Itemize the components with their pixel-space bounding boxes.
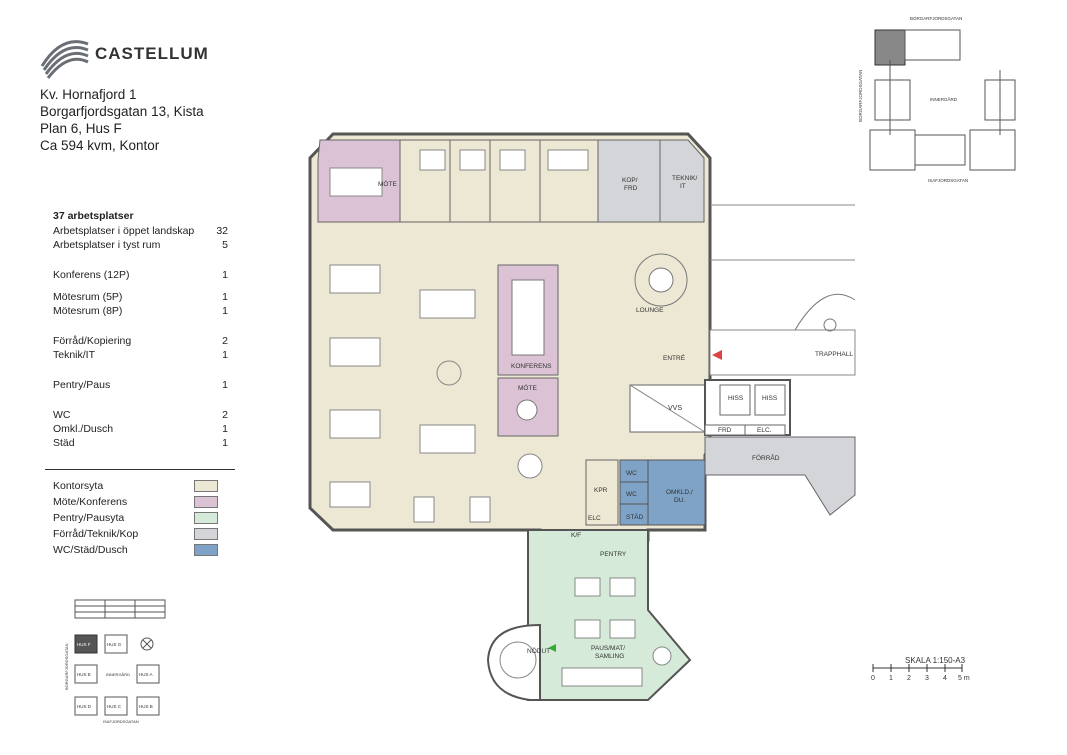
legend-swatch: [194, 528, 218, 540]
street-label: BORGARFJORDSGATAN: [64, 643, 69, 690]
street-label: BORGARFJORDSGATAN: [858, 70, 863, 122]
house-label: HUS G: [107, 642, 122, 647]
brand-name: CASTELLUM: [95, 44, 209, 63]
emergency-exit-stair: [486, 623, 541, 701]
scale-tick: 0: [871, 675, 875, 682]
room-label: OMKLD./DU.: [666, 489, 693, 504]
lounge-table: [634, 253, 688, 307]
legend-item: WC/Städ/Dusch: [53, 542, 218, 558]
room-label: NÖDUT: [527, 647, 550, 655]
emergency-exit-icon: [548, 644, 556, 652]
room-label: KONFERENS: [511, 363, 552, 370]
scale-tick: 2: [907, 675, 911, 682]
room-label: KOP/FRD: [622, 177, 638, 192]
scale-tick: 4: [943, 675, 947, 682]
address-block: Kv. Hornafjord 1 Borgarfjordsgatan 13, K…: [40, 86, 204, 154]
room-label: KPR: [594, 487, 608, 494]
legend-divider: [45, 469, 235, 470]
summary-title: 37 arbetsplatser: [53, 210, 134, 222]
house-label: HUS B: [139, 704, 153, 709]
summary-row: Mötesrum (5P)1: [53, 291, 228, 303]
house-label: HUS A: [139, 672, 153, 677]
address-line: Plan 6, Hus F: [40, 121, 122, 136]
stairwell: [709, 329, 856, 376]
legend-item: Möte/Konferens: [53, 494, 218, 510]
courtyard-label: INNERGÅRD: [106, 672, 130, 677]
workspace-summary: 37 arbetsplatser Arbetsplatser i öppet l…: [53, 210, 228, 450]
room-label: ELC.: [757, 427, 772, 434]
tech-it-room: [659, 139, 705, 223]
entrance-arrow-icon: [712, 350, 722, 360]
key-map-top: BORGARFJORDSGATAN INNERGÅRD ISAFJORDSGAT…: [858, 16, 1016, 183]
storage-room: [704, 436, 856, 516]
room-label: MÖTE: [378, 180, 397, 188]
legend-item: Förråd/Teknik/Kop: [53, 526, 218, 542]
scale-tick: 3: [925, 675, 929, 682]
scale-label: SKALA 1:150-A3: [905, 656, 966, 665]
legend-swatch: [194, 544, 218, 556]
room-label: WC: [626, 470, 637, 477]
room-label: PAUS/MAT/SAMLING: [591, 645, 625, 660]
room-label: VVS: [668, 405, 682, 412]
kpr-room: [585, 459, 619, 526]
room-label: FRD: [718, 427, 732, 434]
room-label: WC: [626, 491, 637, 498]
street-label: BORGARFJORDSGATAN: [910, 16, 962, 21]
legend-swatch: [194, 496, 218, 508]
summary-row: Mötesrum (8P)1: [53, 305, 228, 317]
room-label: FÖRRÅD: [752, 453, 780, 462]
address-line: Kv. Hornafjord 1: [40, 87, 137, 102]
address-line: Borgarfjordsgatan 13, Kista: [40, 104, 204, 119]
house-label: HUS E: [77, 672, 91, 677]
address-line: Ca 594 kvm, Kontor: [40, 138, 160, 153]
scale-tick: 5 m: [958, 675, 970, 682]
legend-item: Pentry/Pausyta: [53, 510, 218, 526]
scale-bar: 0 1 2 3 4 5 m: [871, 664, 970, 682]
conference-table: [511, 279, 545, 356]
room-label: ELC: [588, 515, 601, 522]
castellum-logo-icon: [40, 40, 89, 79]
house-label: HUS F: [77, 642, 91, 647]
room-label: HISS: [762, 395, 778, 402]
color-legend: Kontorsyta Möte/Konferens Pentry/Pausyta…: [53, 478, 218, 558]
legend-swatch: [194, 512, 218, 524]
room-label: PENTRY: [600, 551, 627, 558]
room-label: LOUNGE: [636, 307, 664, 314]
house-label: HUS D: [77, 704, 92, 709]
room-label: TEKNIK/IT: [672, 175, 697, 190]
street-label: ISAFJORDSGATAN: [103, 719, 139, 724]
house-label: HUS C: [107, 704, 122, 709]
scale-tick: 1: [889, 675, 893, 682]
room-label: MÖTE: [518, 384, 537, 392]
summary-row: Konferens (12P)1: [53, 269, 228, 281]
room-label: ENTRÉ: [663, 353, 686, 362]
key-map-bottom: HUS F HUS G HUS E HUS A HUS D HUS C HUS …: [64, 599, 166, 724]
room-label: STÄD: [626, 513, 644, 521]
legend-item: Kontorsyta: [53, 478, 218, 494]
copy-storage-room: [597, 139, 661, 223]
room-label: TRAPPHALL: [815, 351, 853, 358]
room-label: HISS: [728, 395, 744, 402]
room-label: K/F: [571, 532, 581, 539]
courtyard-label: INNERGÅRD: [930, 96, 958, 102]
legend-swatch: [194, 480, 218, 492]
street-label: ISAFJORDSGATAN: [928, 178, 968, 183]
